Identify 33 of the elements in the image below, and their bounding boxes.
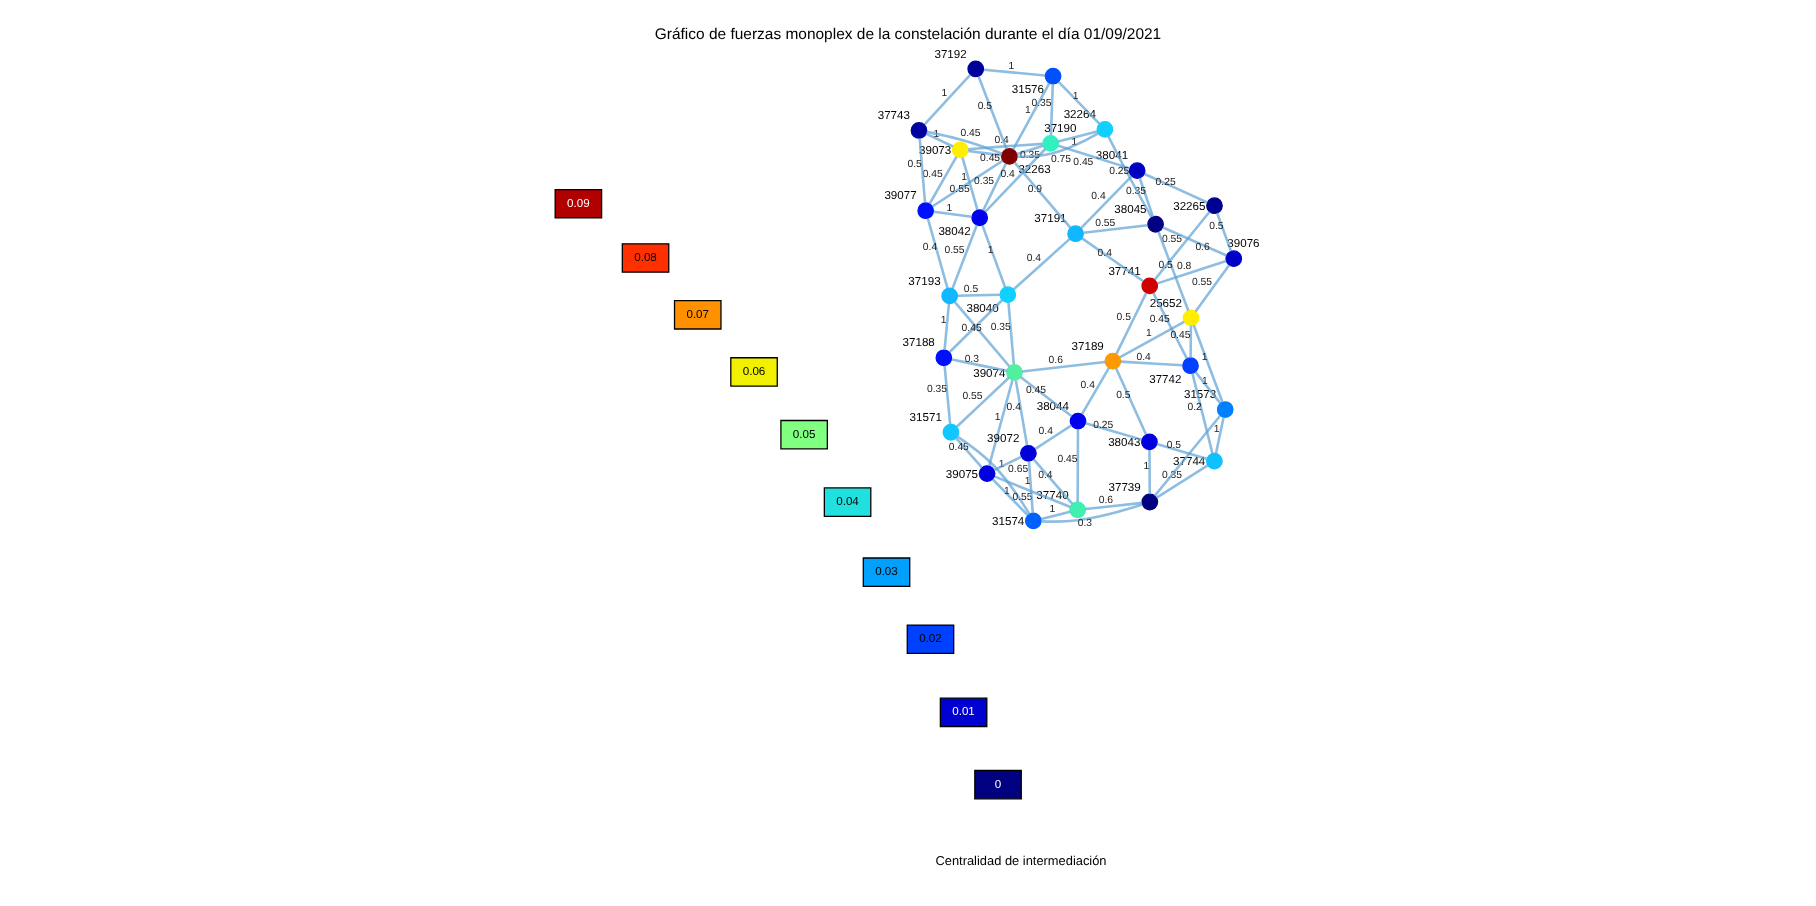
node-circle — [1104, 352, 1122, 370]
node-circle — [1067, 225, 1084, 243]
node-circle — [1141, 433, 1158, 451]
node-circle — [1128, 162, 1146, 180]
node-circle — [978, 465, 996, 482]
node-circle — [1206, 452, 1223, 470]
node-circle — [951, 141, 969, 159]
node-circle — [1096, 120, 1114, 138]
node-circle — [1206, 197, 1223, 215]
node-circle — [1069, 501, 1087, 519]
node-circle — [999, 286, 1017, 304]
node-circle — [1216, 401, 1234, 418]
node-circle — [967, 60, 985, 78]
node-circle — [1006, 364, 1023, 381]
node-circle — [941, 287, 959, 305]
node-circle — [1024, 512, 1042, 530]
connector — [984, 148, 1047, 213]
node-circle — [1020, 444, 1037, 462]
node-circle — [1147, 215, 1164, 233]
node-circle — [1141, 493, 1159, 511]
node-circle — [917, 202, 935, 220]
node-circle — [935, 349, 953, 367]
node-circle — [1044, 67, 1062, 85]
node-circle — [1182, 357, 1199, 375]
node-circle — [1182, 309, 1200, 327]
node-circle — [942, 423, 960, 441]
node-circle — [1069, 412, 1087, 430]
node-circle — [1141, 277, 1159, 295]
node-circle — [1225, 250, 1243, 268]
node-circle — [910, 122, 928, 139]
node-circle — [971, 209, 989, 227]
node-circle — [1001, 148, 1018, 165]
node-circle — [1042, 135, 1060, 152]
